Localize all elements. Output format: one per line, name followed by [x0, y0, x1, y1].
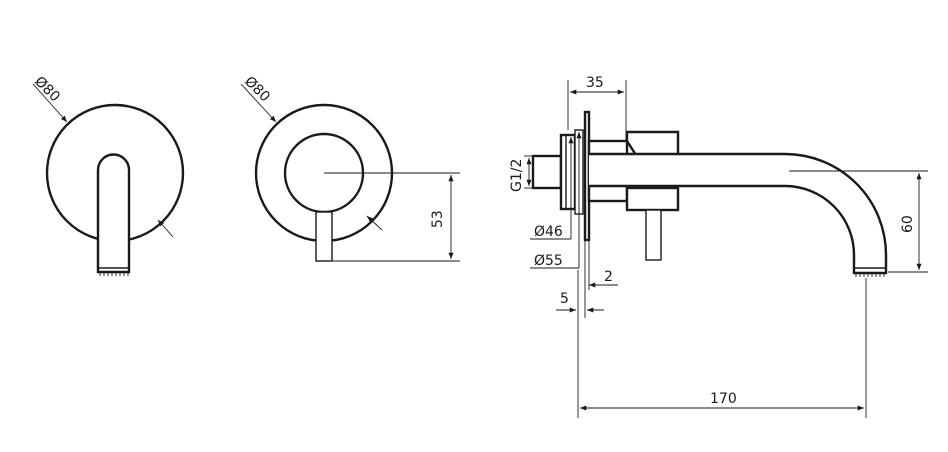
dim-diameter-leader-1: [32, 83, 68, 123]
dim-handle-height: 53: [430, 210, 446, 228]
dim-spout-length: 170: [710, 391, 737, 407]
side-view: 35 G1/2 Ø46 Ø55 2 5 60 170: [509, 75, 928, 418]
aerator-side-icon: [855, 273, 885, 277]
dim-flange-inner: Ø46: [534, 224, 563, 240]
side-lever: [645, 209, 662, 261]
front-view-spout: Ø80: [31, 74, 185, 276]
aerator-icon: [99, 272, 129, 276]
dim-wall-gap: 5: [560, 291, 569, 307]
thread-connector: [531, 154, 563, 190]
dim-handle-diameter: Ø80: [241, 74, 273, 106]
dim-spout-drop: 60: [900, 215, 916, 233]
dim-flange-outer: Ø55: [534, 253, 563, 269]
dim-thread-size: G1/2: [509, 159, 525, 192]
top-handle: [625, 130, 680, 157]
spout-side: [589, 152, 888, 275]
dim-diameter-leader-2: [240, 83, 277, 123]
dim-diameter-leader-2b: [366, 215, 383, 231]
handle-lever: [315, 211, 333, 262]
dim-plate-thickness: 2: [604, 269, 613, 285]
dim-front-diameter: Ø80: [31, 74, 63, 106]
lower-body: [625, 186, 680, 212]
dim-diameter-leader-1b: [157, 219, 174, 238]
dim-body-depth: 35: [586, 75, 604, 91]
mounting-block: [559, 133, 577, 211]
spout-front-outline: [96, 153, 131, 274]
front-view-handle: 53 Ø80: [240, 74, 460, 262]
